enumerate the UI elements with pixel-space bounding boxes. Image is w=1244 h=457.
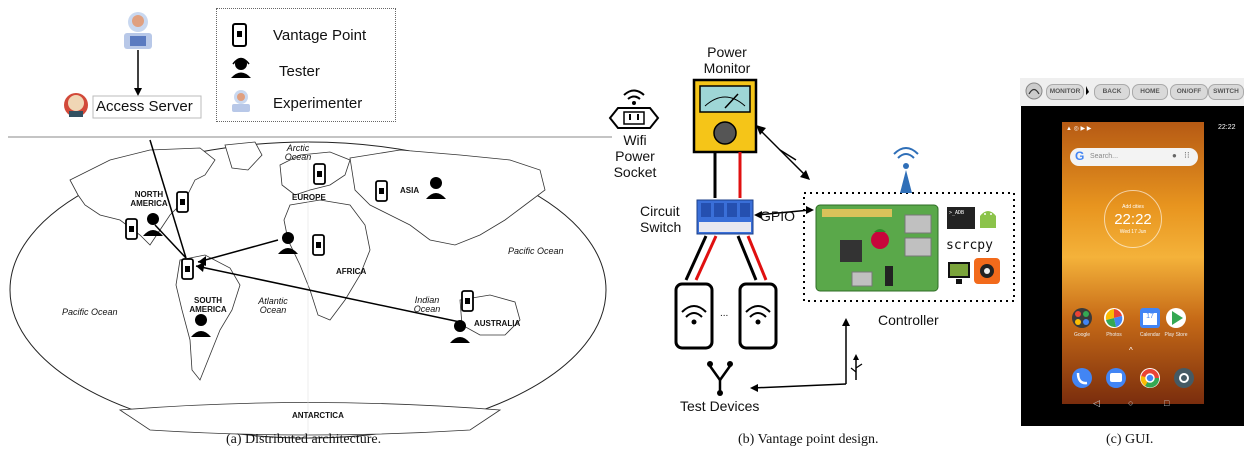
- experimenter-icon: [124, 12, 152, 49]
- test-phone-icon: [674, 282, 714, 350]
- map-label-pacific-ocean-left: Pacific Ocean: [62, 307, 118, 317]
- app-label-photos: Photos: [1106, 332, 1122, 338]
- caption-c: (c) GUI.: [1106, 432, 1154, 447]
- adb-label: >_ADB: [949, 210, 965, 216]
- map-label-antarctica: ANTARCTICA: [292, 411, 344, 420]
- clock-widget[interactable]: [1104, 190, 1162, 248]
- calendar-day: 17: [1146, 313, 1154, 320]
- legend-vantage-point: Vantage Point: [273, 27, 367, 44]
- wifi-power-socket-label: Wifi Power Socket: [613, 132, 657, 180]
- test-phone-icon: [738, 282, 778, 350]
- map-label-pacific-ocean-right: Pacific Ocean: [508, 246, 564, 256]
- monitor-icon: [948, 262, 970, 284]
- google-g-icon: G: [1075, 149, 1085, 163]
- home-button[interactable]: HOME: [1132, 84, 1168, 100]
- nav-home-icon[interactable]: ○: [1128, 398, 1134, 408]
- legend-experimenter: Experimenter: [273, 95, 363, 112]
- tester-icon: [191, 314, 211, 337]
- relay-board-icon: [696, 199, 754, 235]
- back-button[interactable]: BACK: [1094, 84, 1130, 100]
- map-label-arctic-ocean: Arctic Ocean: [284, 143, 312, 162]
- test-devices-label: Test Devices: [680, 398, 760, 414]
- adb-terminal-icon: [947, 207, 975, 229]
- pen-icon: [1086, 86, 1089, 95]
- app-label-google: Google: [1073, 332, 1091, 338]
- search-placeholder: Search...: [1090, 153, 1119, 160]
- mic-icon[interactable]: ●: [1172, 151, 1177, 160]
- map-label-north-america: NORTH AMERICA: [130, 190, 168, 208]
- power-monitor-label: Power Monitor: [703, 44, 751, 76]
- legend: Vantage Point Tester Experimenter: [216, 8, 396, 122]
- map-label-australia: AUSTRALIA: [474, 319, 521, 328]
- phone-app-icon: [1072, 368, 1092, 388]
- google-search-bar[interactable]: [1070, 148, 1198, 166]
- status-icons-left: ▲ ◎ ▶ ▶: [1066, 126, 1092, 132]
- map-label-africa: AFRICA: [336, 267, 367, 276]
- nav-back-icon[interactable]: ◁: [1093, 398, 1100, 408]
- caption-a: (a) Distributed architecture.: [226, 432, 382, 447]
- status-time: 22:22: [1218, 124, 1236, 131]
- app-drawer-chevron-icon[interactable]: ^: [1129, 346, 1133, 355]
- app-label-play-store: Play Store: [1164, 332, 1188, 338]
- legend-tester: Tester: [279, 63, 320, 80]
- caption-b: (b) Vantage point design.: [738, 432, 879, 447]
- wifi-power-socket-icon: [608, 89, 660, 129]
- usb-icon: [779, 149, 797, 161]
- gpio-label: GPIO: [760, 208, 796, 224]
- access-server-label: Access Server: [96, 98, 193, 115]
- tester-icon: [426, 177, 446, 199]
- gauge-icon: [1025, 82, 1043, 100]
- power-monitor-icon: [692, 78, 758, 154]
- map-label-indian-ocean: Indian Ocean: [413, 295, 441, 314]
- jenkins-icon: [64, 93, 88, 117]
- map-label-south-america: SOUTH AMERICA: [189, 296, 227, 314]
- circuit-switch-label: Circuit Switch: [640, 203, 682, 235]
- monitor-button[interactable]: MONITOR: [1046, 84, 1084, 100]
- apps-grid-icon[interactable]: ⁝⁝: [1184, 150, 1190, 160]
- map-label-europe: EUROPE: [292, 193, 326, 202]
- tester-icon: [231, 57, 251, 78]
- tester-icon: [450, 320, 470, 343]
- onoff-button[interactable]: ON/OFF: [1170, 84, 1208, 100]
- app-label-calendar: Calendar: [1139, 332, 1161, 338]
- clock-time: 22:22: [1114, 211, 1152, 228]
- tool-icon: [974, 258, 1000, 284]
- tester-icon: [143, 213, 163, 236]
- usb-hub-icon: [707, 361, 733, 396]
- usb-icon: [850, 354, 863, 380]
- clock-date: Wed 17 Jun: [1119, 229, 1147, 235]
- antenna-icon: [893, 147, 919, 193]
- map-label-atlantic-ocean: Atlantic Ocean: [258, 296, 288, 315]
- android-icon: [980, 211, 996, 228]
- ellipsis-label: ...: [720, 308, 729, 319]
- controller-label: Controller: [878, 312, 939, 328]
- scrcpy-label: scrcpy: [946, 238, 993, 253]
- clock-add-cities: Add cities: [1122, 204, 1144, 210]
- phone-icon: [232, 23, 247, 47]
- android-wallpaper: [1062, 122, 1204, 404]
- tester-icon: [278, 232, 298, 254]
- tester-markers: [143, 177, 470, 343]
- nav-recents-icon[interactable]: □: [1164, 398, 1170, 408]
- experimenter-icon: [232, 90, 250, 112]
- legend-icons: [231, 23, 251, 112]
- raspberry-pi-board: [815, 204, 939, 292]
- map-label-asia: ASIA: [400, 186, 420, 195]
